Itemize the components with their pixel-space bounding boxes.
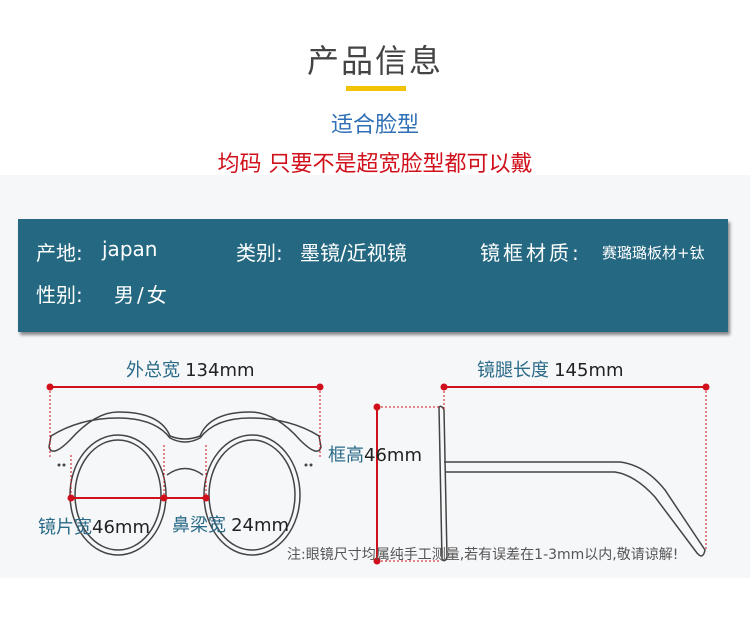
title-underline [346, 86, 406, 91]
total-width-label: 外总宽 [126, 360, 180, 381]
category-label: 类别: [236, 241, 283, 265]
bridge-width: 鼻梁宽 24mm [172, 511, 289, 537]
material-label: 镜框材质: [480, 241, 582, 265]
bridge-width-value: 24mm [231, 515, 290, 536]
lens-width: 镜片宽46mm [38, 513, 150, 539]
frame-height: 框高46mm [328, 441, 422, 467]
origin-value: japan [102, 237, 158, 261]
lens-width-value: 46mm [92, 517, 150, 538]
material-value: 赛璐璐板材+钛 [602, 244, 705, 262]
bridge-width-label: 鼻梁宽 [172, 515, 226, 536]
measure-lines [50, 386, 706, 561]
lens-width-label: 镜片宽 [38, 517, 92, 538]
guide-lines [49, 387, 707, 562]
temple-length-value: 145mm [554, 360, 624, 381]
gender-label: 性别: [36, 283, 83, 307]
subtitle: 适合脸型 [330, 113, 419, 138]
total-width: 外总宽 134mm [126, 356, 255, 382]
frame-height-label: 框高 [328, 445, 364, 466]
glasses-side [438, 405, 706, 562]
measure-dots [46, 383, 710, 565]
frame-height-value: 46mm [364, 445, 422, 466]
temple-length-label: 镜腿长度 [477, 360, 549, 381]
category-value: 墨镜/近视镜 [300, 241, 407, 265]
page-title: 产品信息 [306, 42, 443, 80]
spec-box: 产地: japan 类别: 墨镜/近视镜 镜框材质: 赛璐璐板材+钛 性别: 男… [18, 219, 728, 332]
gender-value: 男/女 [114, 283, 170, 307]
total-width-value: 134mm [185, 360, 255, 381]
origin-label: 产地: [36, 241, 83, 265]
rivets [57, 463, 313, 467]
measurement-note: 注:眼镜尺寸均属纯手工测量,若有误差在1-3mm以内,敬请谅解! [287, 547, 679, 563]
temple-length: 镜腿长度 145mm [477, 356, 624, 382]
fit-note: 均码 只要不是超宽脸型都可以戴 [217, 152, 533, 177]
